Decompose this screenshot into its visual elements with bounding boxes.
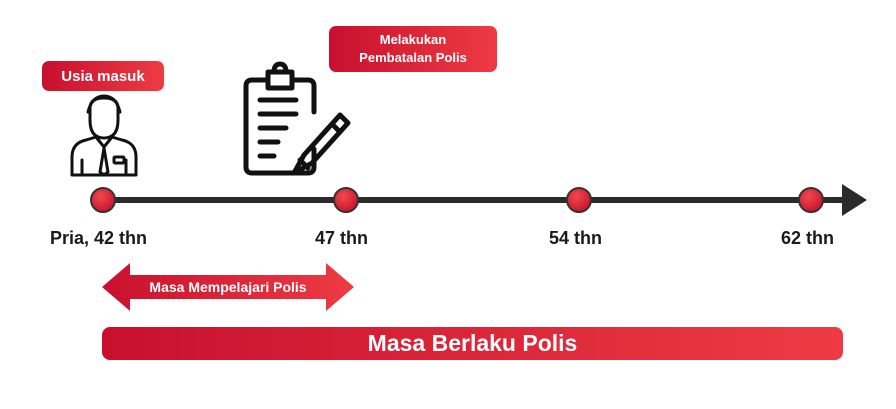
businessman-icon bbox=[70, 94, 138, 177]
timeline-markers bbox=[90, 187, 824, 213]
timeline-arrowhead bbox=[842, 184, 867, 216]
study-period-arrow bbox=[102, 263, 354, 311]
timeline-marker-1 bbox=[333, 187, 359, 213]
entry-age-badge: Usia masuk bbox=[42, 61, 164, 91]
timeline-marker-2 bbox=[566, 187, 592, 213]
timeline-label-3: 62 thn bbox=[781, 228, 835, 248]
cancellation-label-line2: Pembatalan Polis bbox=[359, 50, 467, 65]
timeline-label-1: 47 thn bbox=[315, 228, 369, 248]
policy-period-bar: Masa Berlaku Polis bbox=[102, 327, 843, 360]
cancellation-label-line1: Melakukan bbox=[379, 32, 447, 47]
timeline-label-0: Pria, 42 thn bbox=[50, 228, 148, 248]
policy-cancellation-badge: Melakukan Pembatalan Polis bbox=[329, 26, 497, 72]
timeline-marker-0 bbox=[90, 187, 116, 213]
entry-age-label: Usia masuk bbox=[61, 67, 145, 85]
timeline-marker-3 bbox=[798, 187, 824, 213]
timeline-label-2: 54 thn bbox=[549, 228, 603, 248]
policy-period-label: Masa Berlaku Polis bbox=[367, 330, 578, 356]
study-period-label: Masa Mempelajari Polis bbox=[149, 279, 307, 295]
clipboard-pen-icon bbox=[243, 61, 351, 176]
